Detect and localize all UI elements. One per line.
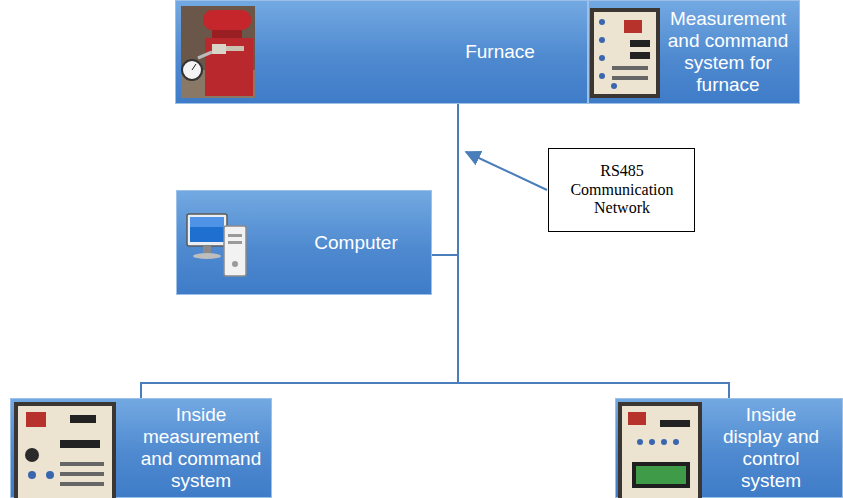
node-label: Inside measurement and command system [137,404,265,491]
system-box: Measurement and command system for furna… [588,0,800,104]
computer-icon [187,214,246,276]
system-box: Computer [176,190,432,295]
bus-line [432,104,458,255]
system-box: Inside measurement and command system [10,398,272,498]
furnace-photo [181,6,255,98]
node-label: Furnace [434,41,566,63]
circuit-board-photo [14,402,116,498]
system-box: Furnace [175,0,588,104]
callout-box: RS485 Communication Network [548,148,695,232]
system-box: Inside display and control system [615,398,843,498]
circuit-board-photo [618,402,702,498]
callout-arrow [466,152,547,190]
node-label: RS485 Communication Network [566,162,678,217]
bus-line [432,255,729,398]
node-label: Computer [289,232,423,254]
node-label: Inside display and control system [716,404,826,491]
node-label: Measurement and command system for furna… [663,8,793,95]
circuit-board-photo [590,8,660,98]
